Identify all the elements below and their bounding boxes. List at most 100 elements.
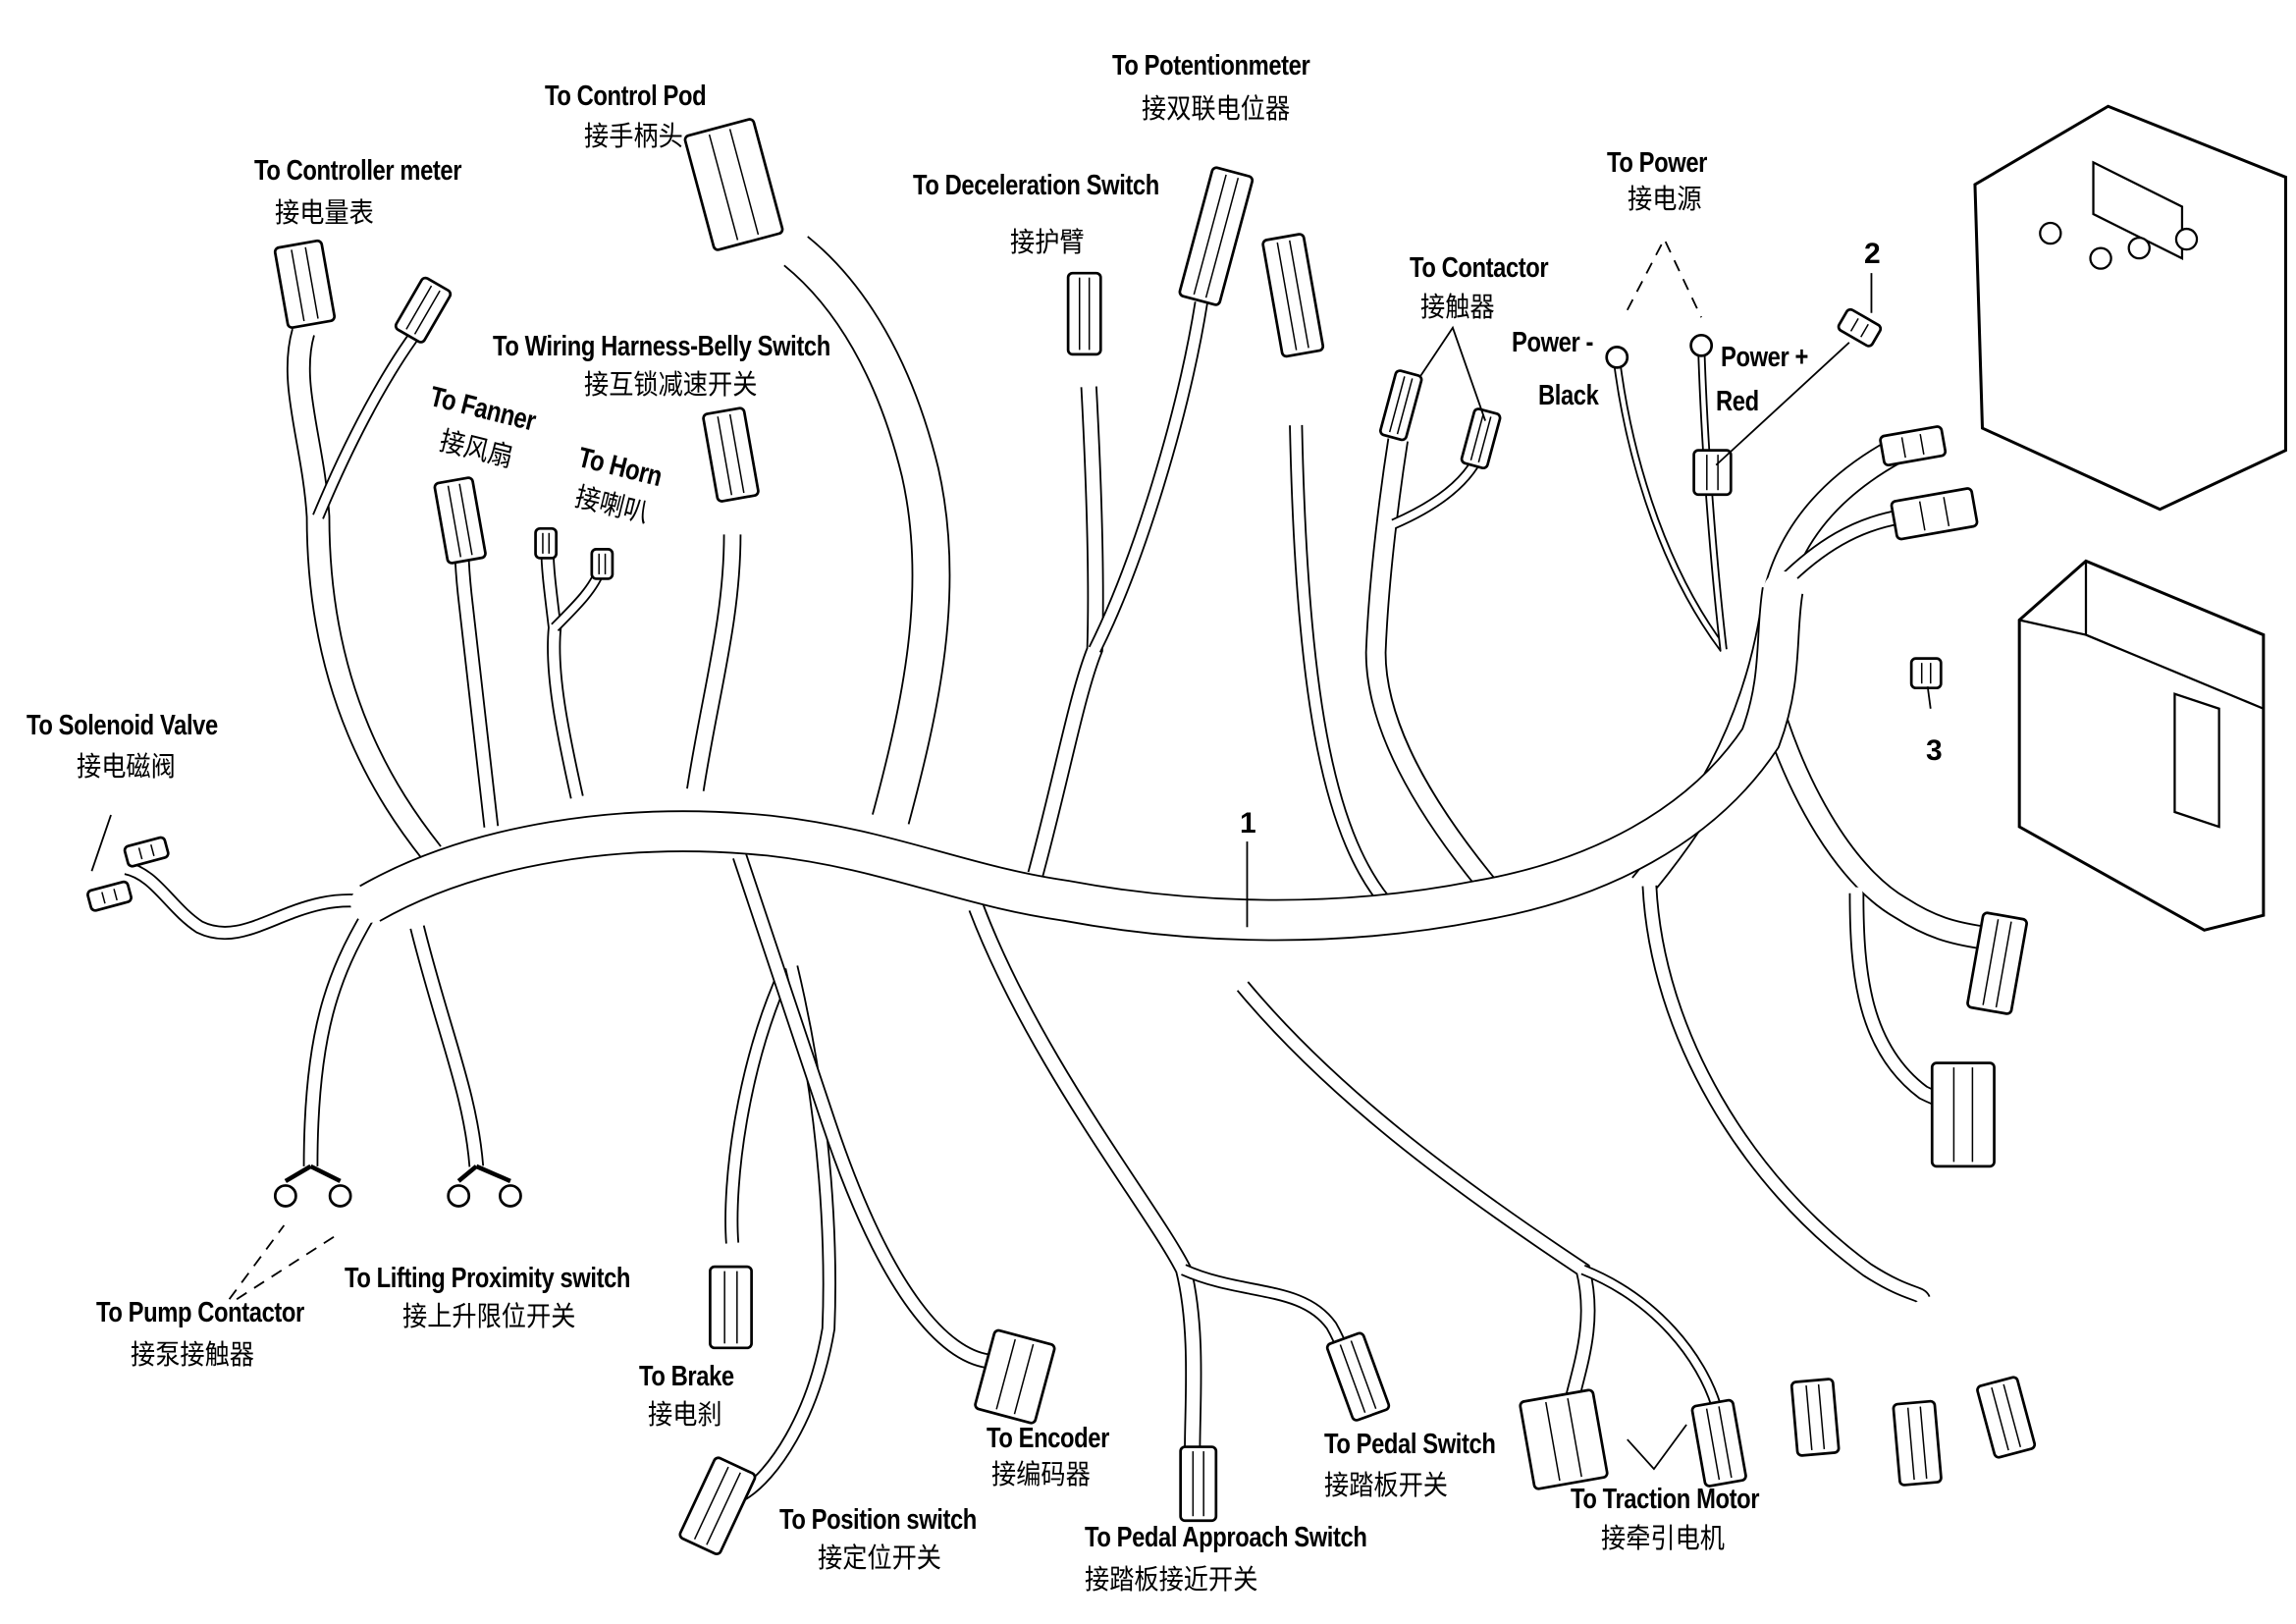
leader-pump-contactor (228, 1224, 342, 1300)
fanner-connector-icon (433, 476, 487, 565)
leader-callout-2 (1715, 273, 1873, 466)
brake-connector-icon (709, 1265, 753, 1350)
tube-deceleration (1027, 380, 1104, 881)
pedal-switch-connector-icon (1325, 1331, 1391, 1422)
label-pedal-approach-zh: 接踏板接近开关 (1085, 1563, 1258, 1596)
label-encoder: To Encoder (987, 1423, 1109, 1454)
ring-terminal-icon (273, 1184, 297, 1208)
ring-terminal-icon (499, 1184, 522, 1208)
label-pedal-approach: To Pedal Approach Switch (1085, 1522, 1367, 1553)
contactor-terminal-2-icon (1460, 407, 1502, 470)
fuse-holder-3-icon (1909, 657, 1943, 690)
label-power-plus-color: Red (1716, 386, 1759, 417)
potentiometer-plug-icon (1261, 233, 1325, 358)
callout-2-fuse: 2 (1864, 238, 1881, 270)
label-power: To Power (1607, 147, 1707, 179)
ring-terminal-icon (1605, 346, 1629, 369)
encoder-connector-icon (974, 1328, 1056, 1425)
label-power-minus-color: Black (1538, 380, 1599, 411)
tube-main-trunk (350, 570, 1804, 942)
deceleration-connector-icon (1066, 271, 1102, 356)
tube-right-three (1641, 880, 1931, 1306)
tube-lower-right (1756, 683, 1994, 950)
label-potentiometer-zh: 接双联电位器 (1142, 92, 1291, 125)
right-connector-4-icon (1930, 1061, 1996, 1168)
leader-contactor (1419, 325, 1486, 421)
label-power-plus: Power + (1721, 342, 1808, 373)
tube-control-pod (777, 233, 951, 838)
label-lifting-proximity: To Lifting Proximity switch (345, 1263, 631, 1294)
label-belly-switch: To Wiring Harness-Belly Switch (493, 331, 830, 362)
wire-right-2 (1777, 509, 1907, 589)
label-pedal-switch-zh: 接踏板开关 (1324, 1469, 1449, 1501)
label-contactor: To Contactor (1410, 252, 1549, 284)
wire-contactor-2 (1389, 451, 1485, 529)
right-connector-3-icon (1966, 911, 2028, 1015)
right-three-connector-3-icon (1976, 1376, 2037, 1459)
tube-controller-meter (286, 321, 443, 864)
ring-terminal-icon (447, 1184, 471, 1208)
wire-pedal-switch (1179, 1264, 1358, 1375)
label-deceleration-switch-zh: 接护臂 (1010, 226, 1085, 258)
traction-motor-plug-icon (1690, 1398, 1747, 1488)
right-three-connector-2-icon (1892, 1399, 1943, 1487)
tube-pump-contactor (302, 906, 377, 1172)
solenoid-terminal-2-icon (86, 880, 133, 912)
tube-brake (724, 961, 794, 1249)
leader-solenoid (90, 814, 112, 872)
motor-controller-unit-icon (2017, 559, 2266, 932)
label-brake-zh: 接电刹 (648, 1398, 722, 1431)
fuse-holder-clip-icon (1692, 449, 1733, 497)
label-contactor-zh: 接触器 (1420, 291, 1495, 323)
right-connector-2-icon (1890, 487, 1979, 541)
callout-3-fuse-holder: 3 (1926, 734, 1943, 767)
ring-terminal-icon (328, 1184, 352, 1208)
label-controller-meter-zh: 接电量表 (275, 196, 374, 229)
label-pedal-switch: To Pedal Switch (1324, 1429, 1496, 1460)
belly-switch-connector-icon (702, 406, 760, 503)
wire-potentiometer (1088, 297, 1208, 655)
tube-solenoid (120, 861, 383, 941)
wire-controller-meter-2 (312, 308, 437, 521)
horn-terminal-2-icon (590, 547, 614, 580)
label-control-pod-zh: 接手柄头 (584, 120, 683, 152)
tube-fanner (454, 528, 500, 834)
pedal-approach-connector-icon (1179, 1445, 1218, 1523)
label-deceleration-switch: To Deceleration Switch (913, 170, 1159, 201)
right-connector-1-icon (1879, 425, 1948, 467)
tube-lifting (409, 921, 485, 1172)
ring-terminal-icon (1689, 333, 1714, 357)
wire-power-minus (1613, 359, 1728, 653)
label-power-zh: 接电源 (1628, 183, 1702, 215)
label-potentiometer: To Potentionmeter (1112, 50, 1310, 81)
controller-meter-connector-icon (273, 239, 337, 329)
leader-callout-3 (1926, 686, 1932, 709)
ring-terminal-wires (284, 1164, 511, 1183)
leader-power (1626, 237, 1702, 318)
label-control-pod: To Control Pod (545, 81, 707, 112)
label-traction-motor-zh: 接牵引电机 (1601, 1522, 1726, 1554)
label-lifting-proximity-zh: 接上升限位开关 (402, 1300, 576, 1332)
contactor-terminal-icon (1378, 369, 1423, 442)
right-three-connector-1-icon (1789, 1378, 1841, 1457)
label-brake: To Brake (639, 1361, 734, 1392)
tube-encoder (732, 850, 994, 1370)
wire-power-plus (1697, 345, 1728, 652)
tube-contactor (1364, 431, 1504, 902)
label-power-minus: Power - (1512, 327, 1594, 358)
tube-traction-motor (1236, 980, 1596, 1424)
wire-potentiometer-2 (1289, 419, 1396, 913)
label-pump-contactor-zh: 接泵接触器 (131, 1338, 255, 1371)
traction-motor-connector-icon (1519, 1388, 1609, 1490)
fuse-icon (1837, 307, 1883, 348)
control-pod-connector-icon (683, 118, 784, 251)
tube-belly-switch (686, 526, 742, 797)
label-encoder-zh: 接编码器 (991, 1458, 1091, 1490)
label-solenoid-valve-zh: 接电磁阀 (77, 750, 176, 783)
wire-traction-motor-2 (1578, 1264, 1722, 1410)
leader-traction-motor (1627, 1424, 1687, 1471)
tube-horn (540, 544, 584, 803)
label-position-switch: To Position switch (779, 1504, 977, 1536)
